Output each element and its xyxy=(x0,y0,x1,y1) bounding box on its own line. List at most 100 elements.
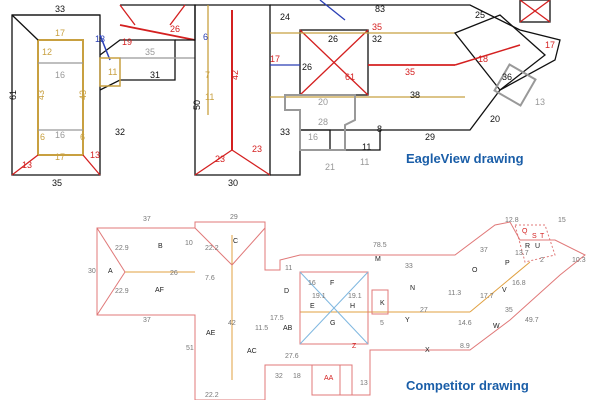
comp-measure: 27 xyxy=(420,307,428,314)
ev-hip xyxy=(11,14,39,41)
comp-measure: 13.7 xyxy=(515,250,529,257)
ev-label: 11 xyxy=(108,67,117,77)
ev-label: 17 xyxy=(545,40,555,50)
ev-label: 17 xyxy=(55,28,65,38)
ev-label: 20 xyxy=(490,114,500,124)
comp-letter: T xyxy=(540,233,545,240)
comp-letter: D xyxy=(284,288,289,295)
ev-label: 35 xyxy=(52,178,62,188)
comp-measure: 11.3 xyxy=(448,290,461,297)
comp-outline xyxy=(96,221,586,400)
comp-measure: 10.3 xyxy=(572,257,586,264)
comp-measure: 16.8 xyxy=(512,280,526,287)
comp-measure: 10 xyxy=(185,240,193,247)
comp-letter: P xyxy=(505,260,510,267)
ev-label: 35 xyxy=(405,67,415,77)
ev-label: 26 xyxy=(302,62,312,72)
comp-measure: 22.9 xyxy=(115,288,129,295)
ev-label: 11 xyxy=(205,92,214,102)
comp-measure: 78.5 xyxy=(373,242,387,249)
ev-dormer xyxy=(99,57,121,87)
ev-label: 29 xyxy=(425,132,435,142)
ev-x xyxy=(519,0,551,23)
ev-hip xyxy=(11,154,39,176)
comp-letter: A xyxy=(108,268,113,275)
ev-label: 61 xyxy=(8,90,18,100)
comp-ridge xyxy=(469,261,531,313)
ev-label: 38 xyxy=(410,90,420,100)
comp-measure: 30 xyxy=(88,268,96,275)
comp-hip xyxy=(96,271,126,316)
comp-measure: 18 xyxy=(293,373,301,380)
comp-measure: 51 xyxy=(186,345,194,352)
ev-hip xyxy=(82,154,101,176)
comp-measure: 15 xyxy=(558,217,566,224)
ev-label: 13 xyxy=(90,150,100,160)
ev-label: 31 xyxy=(150,70,160,80)
comp-letter: AC xyxy=(247,348,257,355)
comp-measure: 14.6 xyxy=(458,320,472,327)
comp-measure: 22.2 xyxy=(205,392,219,399)
ev-valley xyxy=(99,34,111,61)
ev-hip xyxy=(231,149,271,176)
ev-flat-deck xyxy=(284,94,356,151)
comp-letter: C xyxy=(233,238,238,245)
ev-flat-area xyxy=(37,39,84,156)
comp-measure: 19.1 xyxy=(348,293,362,300)
ev-label: 35 xyxy=(372,22,382,32)
comp-measure: 22.9 xyxy=(115,245,129,252)
comp-measure: 35 xyxy=(505,307,513,314)
comp-letter: G xyxy=(330,320,335,327)
comp-letter: H xyxy=(350,303,355,310)
comp-letter: Z xyxy=(352,343,357,350)
ev-label: 26 xyxy=(328,34,338,44)
ev-hip xyxy=(194,149,233,176)
ev-label: 43 xyxy=(36,90,46,100)
comp-labels: A B AF C AE AC D E F G H AB K M N Y X Z … xyxy=(88,214,586,399)
ev-label: 6 xyxy=(40,132,45,142)
ev-wing-right xyxy=(453,14,547,91)
comp-letter: V xyxy=(502,287,507,294)
comp-measure: 42 xyxy=(228,320,236,327)
ev-label: 16 xyxy=(55,70,65,80)
ev-label: 24 xyxy=(280,12,290,22)
comp-letter: K xyxy=(380,300,385,307)
ev-label: 23 xyxy=(252,144,262,154)
comp-measure: 37 xyxy=(143,317,151,324)
comp-letter: F xyxy=(330,280,334,287)
comp-measure: 19.1 xyxy=(312,293,326,300)
comp-letter: AF xyxy=(155,287,164,294)
comp-measure: 17.5 xyxy=(270,315,284,322)
ev-label: 50 xyxy=(192,100,202,110)
comp-letter: B xyxy=(158,243,163,250)
ev-label: 25 xyxy=(475,10,485,20)
ev-label: 16 xyxy=(308,132,318,142)
ev-label: 30 xyxy=(228,178,238,188)
comp-measure: 13 xyxy=(360,380,368,387)
ev-label: 21 xyxy=(325,162,335,172)
ev-label: 19 xyxy=(122,37,132,47)
ev-label: 13 xyxy=(22,160,32,170)
comp-measure: 7.6 xyxy=(205,275,215,282)
ev-hip xyxy=(119,4,136,26)
ev-label: 11 xyxy=(360,157,369,167)
comp-letter: R xyxy=(525,243,530,250)
ev-label: 26 xyxy=(170,24,180,34)
ev-labels: 33 61 35 31 32 50 30 33 24 83 26 32 38 2… xyxy=(8,4,555,188)
comp-measure: 5 xyxy=(380,320,384,327)
ev-chimney xyxy=(519,0,551,23)
ev-label: 23 xyxy=(215,154,225,164)
ev-label: 35 xyxy=(145,47,155,57)
comp-letter: S xyxy=(532,233,537,240)
comp-measure: 16 xyxy=(308,280,316,287)
comp-measure: 17.7 xyxy=(480,293,494,300)
ev-label: 33 xyxy=(55,4,65,14)
comp-cross xyxy=(299,271,369,345)
comp-letter: M xyxy=(375,256,381,263)
ev-connector xyxy=(99,39,176,91)
comp-measure: 12.8 xyxy=(505,217,519,224)
ev-label: 42 xyxy=(230,70,240,80)
ev-label: 11 xyxy=(362,142,371,152)
comp-measure: 11.5 xyxy=(255,325,268,332)
